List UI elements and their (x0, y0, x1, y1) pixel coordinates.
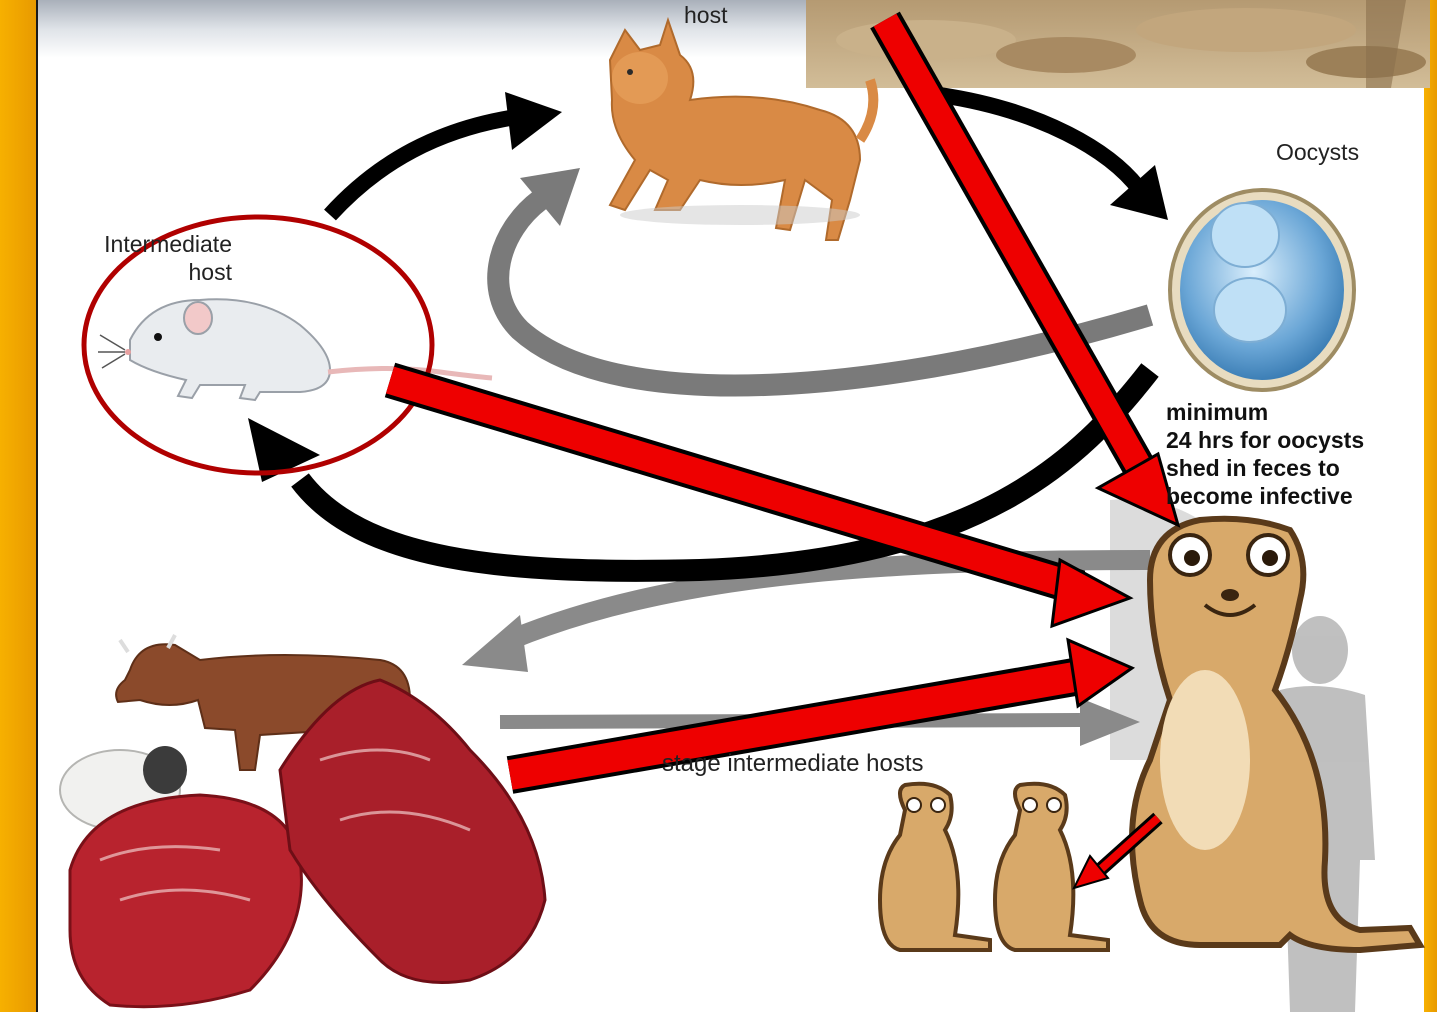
raw-meat-illustration (70, 680, 545, 1007)
big-meerkat (1132, 519, 1420, 950)
oocyst-illustration (1170, 190, 1354, 390)
small-meerkat-left (880, 784, 990, 950)
gray-arrowhead-livestock (462, 615, 528, 672)
note-line-3: shed in feces to (1166, 454, 1424, 482)
intermediate-host-label-line2: host (82, 258, 232, 286)
tissue-stage-label: stage intermediate hosts (662, 750, 923, 778)
intermediate-host-label: Intermediate host (82, 230, 232, 286)
black-arrow-rodent-to-cat (330, 118, 510, 215)
red-arrow-cat-to-meerkat (885, 20, 1178, 525)
note-line-1: minimum (1166, 398, 1424, 426)
note-line-4: become infective (1166, 482, 1424, 510)
note-line-2: 24 hrs for oocysts (1166, 426, 1424, 454)
oocyst-infectivity-note: minimum 24 hrs for oocysts shed in feces… (1166, 398, 1424, 510)
cat-illustration (610, 20, 873, 240)
black-arrowhead-cat (505, 92, 562, 150)
oocysts-label: Oocysts (1276, 139, 1359, 166)
intermediate-host-label-line1: Intermediate (82, 230, 232, 258)
definitive-host-label: host (684, 2, 727, 29)
